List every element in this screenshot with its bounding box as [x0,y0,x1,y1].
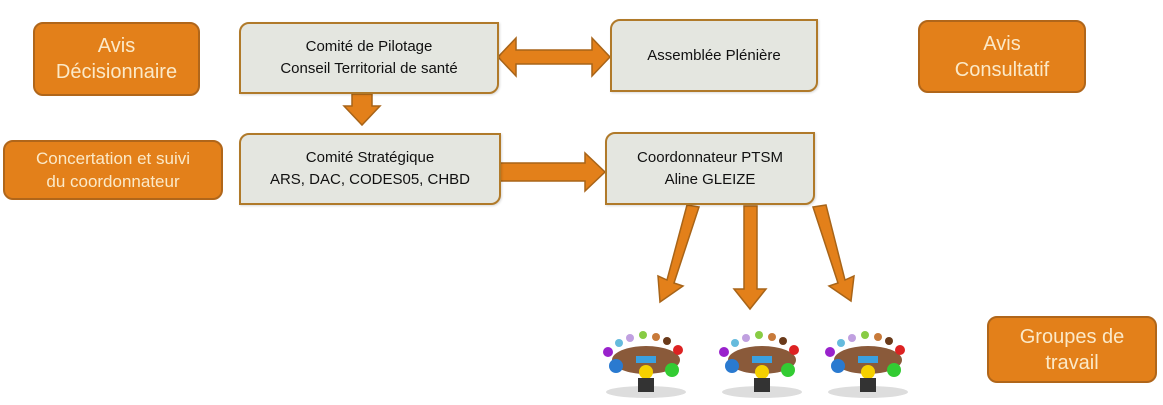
down-arrow [342,93,382,127]
label-line: Consultatif [954,58,1050,81]
concertation-label: Concertation et suivi du coordonnateur [3,140,223,200]
label-line: Avis [983,32,1021,55]
box-line: Comité Stratégique [305,149,435,166]
comite-strategique-box: Comité Stratégique ARS, DAC, CODES05, CH… [239,133,501,205]
box-line: Assemblée Plénière [647,46,781,64]
down-arrow-center [732,205,768,311]
label-line: Avis [97,35,136,57]
round-table-meeting-icon [603,331,686,398]
box-line: Conseil Territorial de santé [280,60,458,77]
assemblee-pleniere-box: Assemblée Plénière [610,19,818,92]
label-line: travail [1045,351,1099,374]
label-line: Décisionnaire [55,61,178,83]
avis-consultatif-label: Avis Consultatif [918,20,1086,93]
double-arrow [496,36,612,78]
avis-decisionnaire-label: Avis Décisionnaire [33,22,200,96]
down-arrow-right [812,204,855,303]
box-line: Coordonnateur PTSM [637,148,783,166]
label-line: du coordonnateur [46,172,180,191]
groupes-travail-label: Groupes de travail [987,316,1157,383]
down-arrow-left [657,204,700,304]
label-line: Groupes de [1019,325,1125,348]
box-line: Aline GLEIZE [664,170,756,188]
box-line: ARS, DAC, CODES05, CHBD [269,171,471,188]
right-arrow [499,151,607,193]
box-line: Comité de Pilotage [305,38,433,55]
label-line: Concertation et suivi [35,149,191,168]
comite-pilotage-box: Comité de Pilotage Conseil Territorial d… [239,22,499,94]
round-table-meeting-icon [825,331,908,398]
round-table-meeting-icon [719,331,802,398]
coordonnateur-box: Coordonnateur PTSM Aline GLEIZE [605,132,815,205]
